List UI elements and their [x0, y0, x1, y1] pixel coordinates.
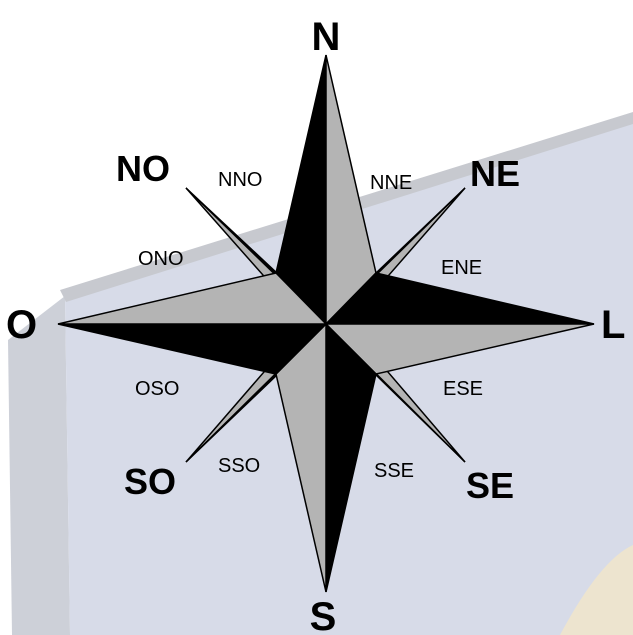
label-sso: SSO [218, 455, 260, 477]
cardinal-point-north [276, 55, 376, 324]
label-sse: SSE [374, 460, 414, 482]
label-nne: NNE [370, 172, 412, 194]
label-east: L [601, 303, 625, 347]
label-northeast: NE [470, 153, 520, 194]
label-west: O [6, 303, 37, 347]
label-south: S [310, 595, 337, 635]
label-ene: ENE [441, 257, 482, 279]
label-northwest: NO [116, 148, 170, 189]
label-southwest: SO [124, 461, 176, 502]
label-oso: OSO [135, 378, 179, 400]
label-north: N [312, 15, 341, 59]
label-southeast: SE [466, 465, 514, 506]
label-ono: ONO [138, 248, 184, 270]
label-ese: ESE [443, 378, 483, 400]
label-nno: NNO [218, 169, 262, 191]
